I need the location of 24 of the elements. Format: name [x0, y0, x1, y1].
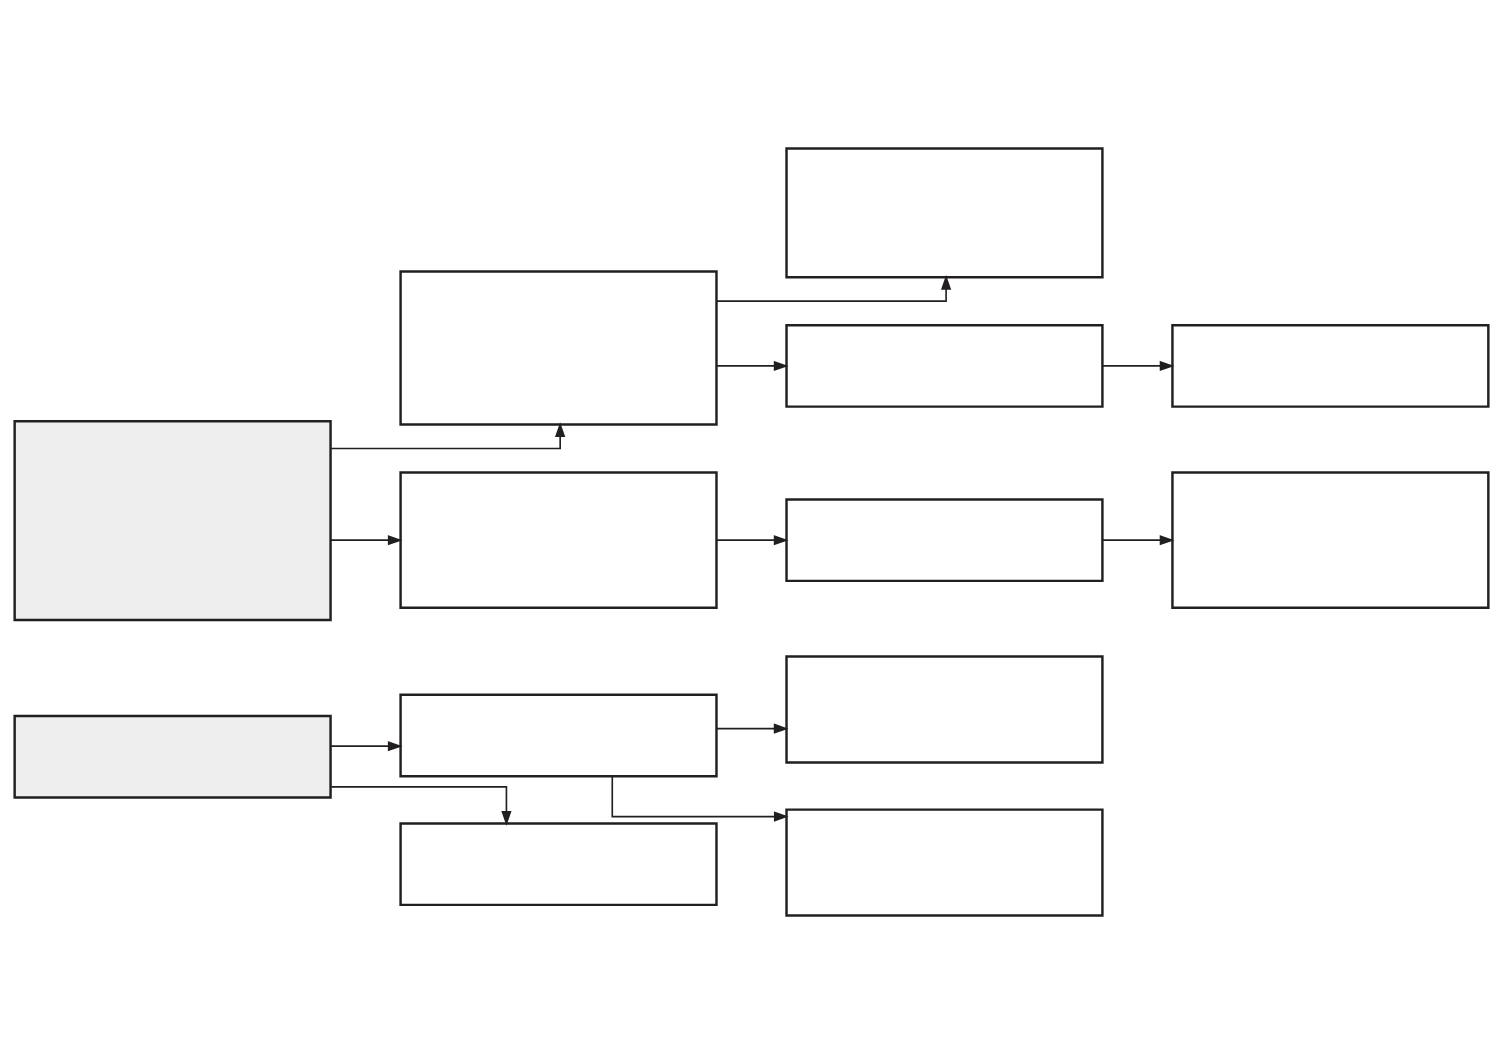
node-box [785, 323, 1104, 408]
arrow [715, 275, 952, 302]
node-box [785, 147, 1104, 279]
node-box [399, 693, 718, 778]
node-box [399, 471, 718, 609]
node-box [1171, 323, 1490, 408]
node-box [1171, 471, 1490, 609]
arrow [715, 723, 789, 734]
arrow [715, 535, 789, 546]
node-box [785, 655, 1104, 764]
node-box [785, 498, 1104, 583]
arrow [329, 741, 403, 752]
arrow [715, 360, 789, 372]
node-box [399, 270, 718, 426]
node-box [13, 714, 332, 799]
node-box [785, 808, 1104, 917]
arrow [611, 775, 789, 822]
node-box [399, 822, 718, 907]
arrow [1101, 360, 1175, 372]
node-box [13, 420, 332, 622]
arrow [330, 422, 566, 450]
arrow [1101, 535, 1175, 546]
arrow [329, 535, 403, 546]
arrow [329, 786, 512, 826]
